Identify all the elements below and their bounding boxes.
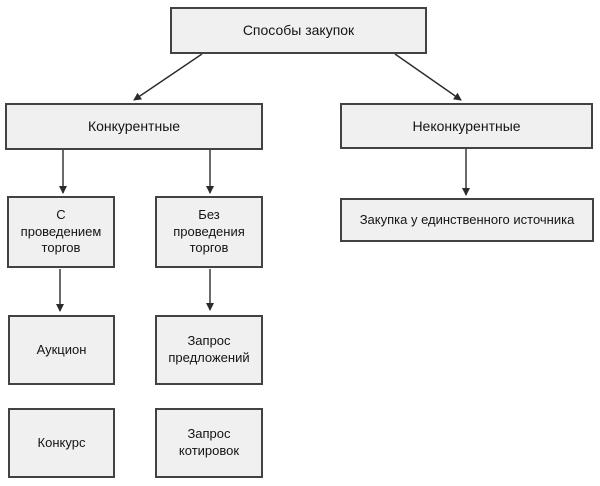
edge-root-competitive [133, 53, 203, 101]
node-without-bidding: Без проведения торгов [155, 196, 263, 268]
node-auction: Аукцион [8, 315, 115, 385]
node-procurement-methods: Способы закупок [170, 7, 427, 54]
node-request-for-proposals: Запрос предложений [155, 315, 263, 385]
node-noncompetitive: Неконкурентные [340, 103, 593, 149]
node-tender: Конкурс [8, 408, 115, 478]
node-with-bidding: С проведением торгов [7, 196, 115, 268]
edge-root-noncompetitive [394, 53, 462, 101]
node-single-source: Закупка у единственного источника [340, 198, 594, 242]
node-request-for-quotations: Запрос котировок [155, 408, 263, 478]
node-competitive: Конкурентные [5, 103, 263, 150]
